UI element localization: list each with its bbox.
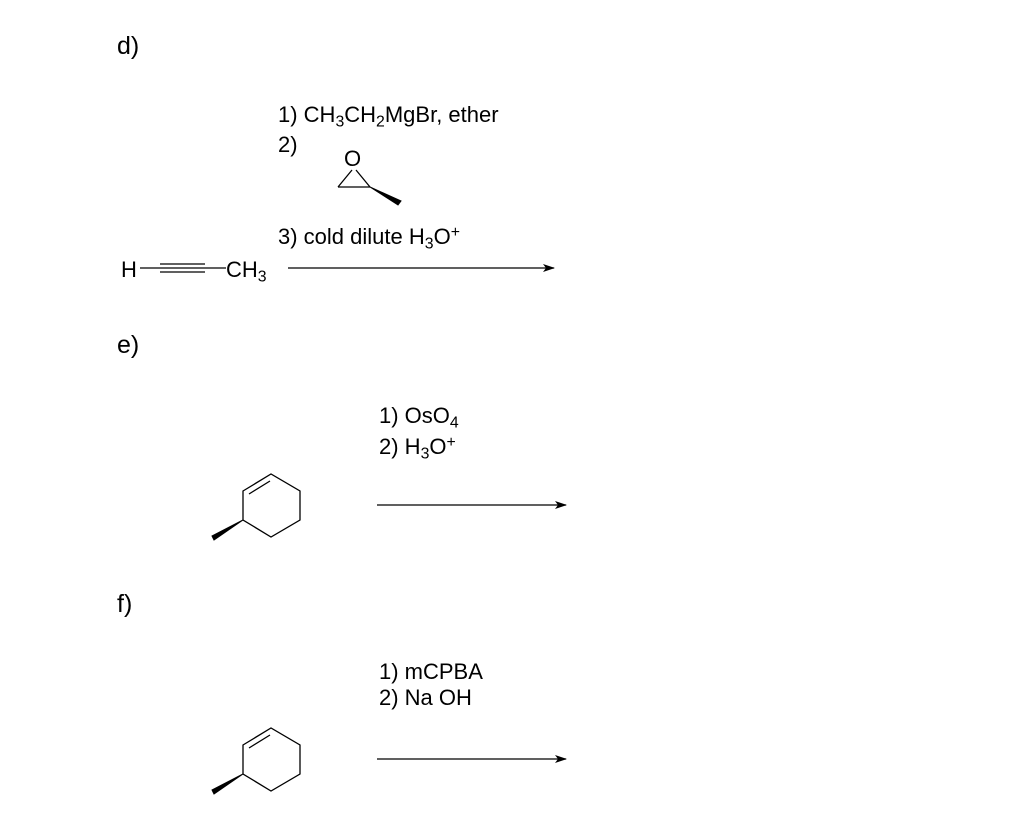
propyne-ch3-label: CH3 — [226, 257, 267, 286]
f-step1-reagent: 1) mCPBA — [379, 659, 483, 684]
problem-d-label: d) — [117, 32, 140, 60]
f-step2-reagent: 2) Na OH — [379, 685, 472, 710]
epoxide-structure — [337, 169, 402, 206]
problem-f-label: f) — [117, 590, 133, 618]
e-step2-reagent: 2) H3O+ — [379, 433, 456, 463]
epoxide-oxygen-label: O — [344, 146, 362, 171]
methylcyclohexene-f — [211, 727, 301, 795]
propyne-triple-bond — [140, 263, 226, 273]
e-step1-reagent: 1) OsO4 — [379, 403, 459, 432]
problem-e-label: e) — [117, 331, 140, 359]
d-step1-reagent: 1) CH3CH2MgBr, ether — [278, 102, 499, 131]
d-step3-reagent: 3) cold dilute H3O+ — [278, 223, 460, 253]
methylcyclohexene-e — [211, 473, 301, 541]
d-step2-label: 2) — [278, 132, 298, 157]
propyne-h-label: H — [121, 257, 137, 282]
